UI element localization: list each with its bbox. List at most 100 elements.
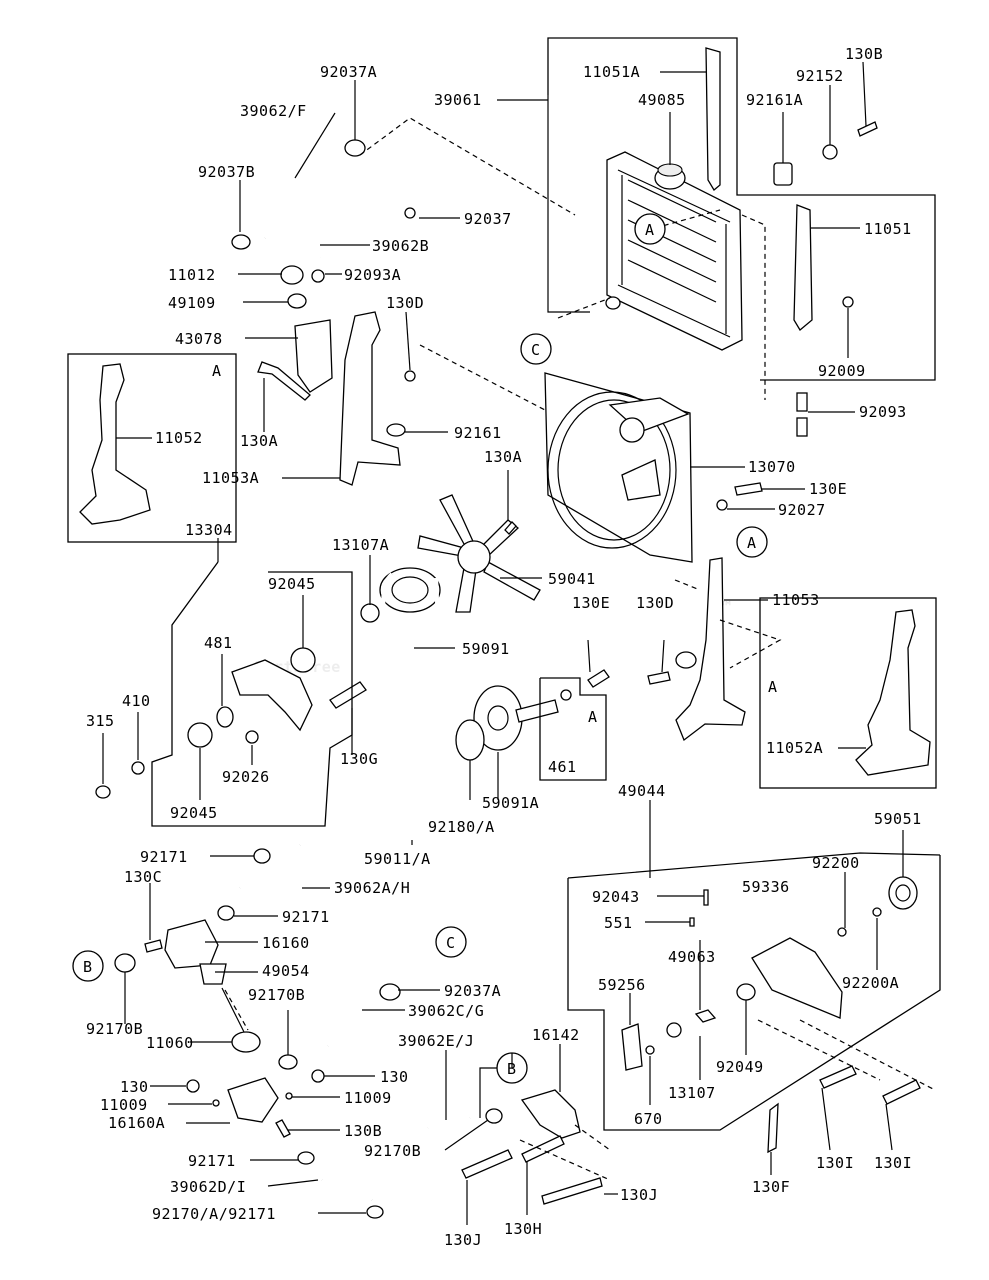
bearing-92045-bot[interactable] [187,722,213,748]
hose-39062F[interactable] [260,143,346,240]
part-92200A[interactable] [872,907,882,917]
bolt-130B-bot[interactable] [275,1119,291,1138]
gear-59051[interactable] [888,876,918,910]
part-92093A[interactable] [311,269,325,283]
bolt-130F[interactable] [767,1102,779,1154]
label-130D-top: 130D [386,294,424,312]
belt-59011A[interactable] [381,572,440,839]
clamp-92037[interactable] [404,207,416,219]
gasket-92180A[interactable] [455,719,485,761]
bracket-11053[interactable] [675,557,746,742]
bolt-130C[interactable] [144,939,163,953]
fan-blade-4 [455,567,477,613]
pump-16142[interactable] [520,1089,581,1139]
nut-315[interactable] [95,785,111,799]
housing-59336[interactable] [751,937,843,1019]
group-13304-frame [151,561,353,827]
bolt-130E-right[interactable] [734,482,763,496]
seal-49063[interactable] [666,1022,682,1038]
bracket-11051[interactable] [793,204,813,331]
clamp-92170B-left[interactable] [114,953,136,973]
clamp-92171-b[interactable] [217,905,235,921]
bolt-130G[interactable] [329,681,367,709]
callout-B-thermostat-label: B [83,958,93,976]
bracket-11053A[interactable] [339,311,401,486]
label-A-box-right: A [768,678,778,696]
part-13107A[interactable] [360,603,380,623]
part-410[interactable] [131,761,145,775]
tension-arm[interactable] [231,659,313,732]
bolt-130J-bot[interactable] [461,1149,513,1179]
clamp-92171-a[interactable] [253,848,271,864]
clamp-92170A92171[interactable] [366,1205,384,1219]
oring-11009-right[interactable] [285,1092,293,1100]
hose-39062DI[interactable] [320,1176,375,1203]
hose-39062EJ[interactable] [427,1112,472,1134]
callout-C-radiator-label: C [531,341,541,359]
bolt-130I-a[interactable] [819,1065,857,1089]
pulley-59091[interactable] [379,567,441,613]
label-92093: 92093 [859,403,907,421]
bolt-130A-left[interactable] [257,361,311,401]
label-49063: 49063 [668,948,716,966]
clamp-92037A-bot[interactable] [379,983,401,1001]
bolt-130H[interactable] [521,1135,565,1163]
pad-92093-b[interactable] [796,417,808,437]
clamp-92170B-bot[interactable] [485,1108,503,1124]
clamp-92171-c[interactable] [297,1151,315,1165]
part-461[interactable] [560,689,572,701]
part-49109[interactable] [287,293,307,309]
bolt-130I-b[interactable] [882,1079,921,1105]
oring-11009-left[interactable] [212,1099,220,1107]
fan-hub-59041[interactable] [457,540,491,574]
callout-C-hose-label: C [446,934,456,952]
pin-92043[interactable] [703,889,709,906]
washer-92027[interactable] [716,499,728,511]
bearing-92045-top[interactable] [290,647,316,673]
clamp-92170B-top[interactable] [278,1054,298,1070]
plug-130-left[interactable] [186,1079,200,1093]
bolt-130B-top[interactable] [857,121,878,137]
part-551[interactable] [689,917,695,927]
washer-92161[interactable] [386,423,406,437]
bracket-11051A[interactable] [705,47,721,191]
part-670[interactable] [645,1045,655,1055]
reserve-tank-43078[interactable] [294,319,333,393]
detail-box-461 [539,677,607,781]
label-92093A: 92093A [344,266,401,284]
seal-481[interactable] [216,706,234,728]
cap-11012[interactable] [280,265,304,285]
hose-39062B[interactable] [316,196,409,259]
rubber-92161A[interactable] [773,162,793,186]
plug-130-right[interactable] [311,1069,325,1083]
radiator-core[interactable] [606,151,743,351]
bracket-11052[interactable] [79,363,151,525]
part-92026[interactable] [245,730,259,744]
bolt-130D-mid[interactable] [647,671,671,685]
part-92049[interactable] [736,983,756,1001]
fan-shroud-ring-inner [557,399,671,541]
label-130E-mid: 130E [572,594,610,612]
bolt-130D-top[interactable] [404,370,416,382]
bracket-11052A[interactable] [855,609,931,776]
impeller-59256[interactable] [621,1023,643,1071]
thermostat-49054[interactable] [199,963,227,985]
hose-39062CG[interactable] [325,983,385,1052]
bolt-130A-mid[interactable] [504,521,517,535]
washer-92152[interactable] [822,144,838,160]
housing-16160A[interactable] [227,1077,279,1123]
bolt-130J-right[interactable] [541,1177,603,1205]
drain-fitting[interactable] [605,296,621,310]
shaft-13107[interactable] [694,1009,717,1023]
flange-59091A-hub [487,705,509,731]
label-92171-c: 92171 [188,1152,236,1170]
part-92200[interactable] [837,927,847,937]
clamp-92037B[interactable] [231,234,251,250]
screw-92009[interactable] [842,296,854,308]
bolt-130E-mid[interactable] [587,669,610,688]
hose-39062AH[interactable] [238,840,304,894]
housing-16160[interactable] [164,919,219,969]
gasket-11060[interactable] [231,1031,261,1053]
pad-92093-a[interactable] [796,392,808,412]
label-481: 481 [204,634,233,652]
